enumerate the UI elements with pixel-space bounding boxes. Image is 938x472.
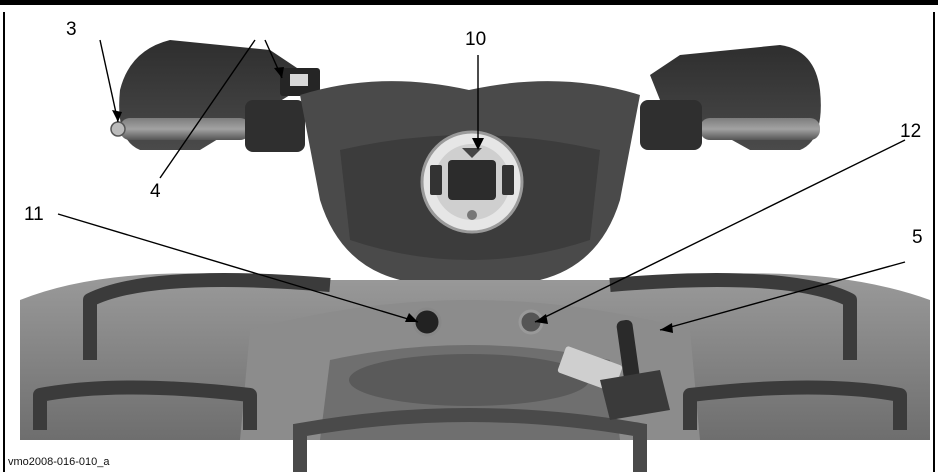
callout-3: 3 [66, 19, 77, 40]
arrowhead-3 [112, 110, 122, 122]
arrowhead-11 [405, 313, 418, 322]
shift-lever [600, 319, 670, 420]
front-bumper [293, 408, 647, 472]
reservoir-window [290, 74, 308, 86]
front-rack-right [609, 273, 907, 430]
leader-line-12 [534, 139, 906, 323]
grip-end-cap [110, 121, 126, 137]
leader-line-11 [57, 213, 419, 323]
leader-arrowheads [112, 67, 673, 333]
frame-top-rule [0, 0, 938, 5]
figure-caption: vmo2008-016-010_a [6, 456, 112, 468]
callout-11: 11 [24, 204, 44, 225]
leader-line-3 [99, 39, 119, 123]
right-grip [700, 118, 820, 140]
callout-10: 10 [465, 29, 487, 50]
left-grip [120, 118, 250, 140]
callout-5: 5 [912, 227, 923, 248]
arrowhead-12 [535, 314, 548, 324]
leader-line-4a [159, 39, 256, 179]
frame-right-rule [933, 12, 935, 472]
frame-left-rule [3, 12, 5, 472]
callout-12: 12 [900, 121, 922, 142]
gauge-cluster [420, 130, 524, 234]
callout-4: 4 [150, 181, 161, 202]
arrowhead-10 [472, 138, 484, 150]
left-switch-housing [245, 100, 305, 152]
arrowhead-5 [660, 323, 673, 333]
right-switch-housing [640, 100, 702, 150]
arrowhead-4 [274, 67, 284, 78]
leader-line-5 [659, 261, 906, 331]
leader-lines [57, 39, 906, 331]
